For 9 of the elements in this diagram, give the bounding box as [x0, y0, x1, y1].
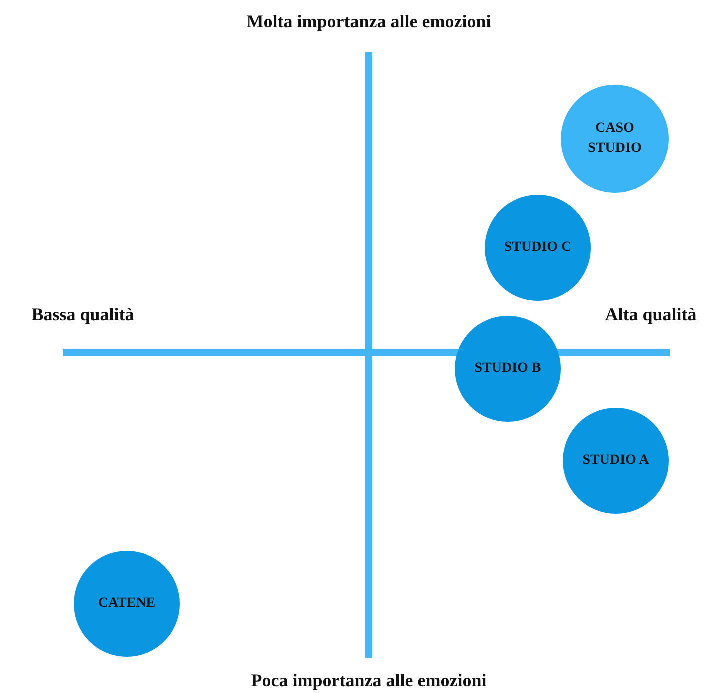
axis-label: Bassa qualità [32, 304, 134, 326]
circle-label: STUDIO C [504, 238, 572, 257]
circle-label: CASO STUDIO [587, 120, 643, 158]
axis-label: Poca importanza alle emozioni [251, 670, 487, 692]
circle-label: STUDIO B [474, 360, 542, 378]
circle-label: STUDIO A [582, 452, 650, 470]
axis-label: Molta importanza alle emozioni [246, 12, 492, 32]
axis-label: Alta qualità [605, 304, 697, 326]
circle-label: CATENE [98, 594, 156, 613]
